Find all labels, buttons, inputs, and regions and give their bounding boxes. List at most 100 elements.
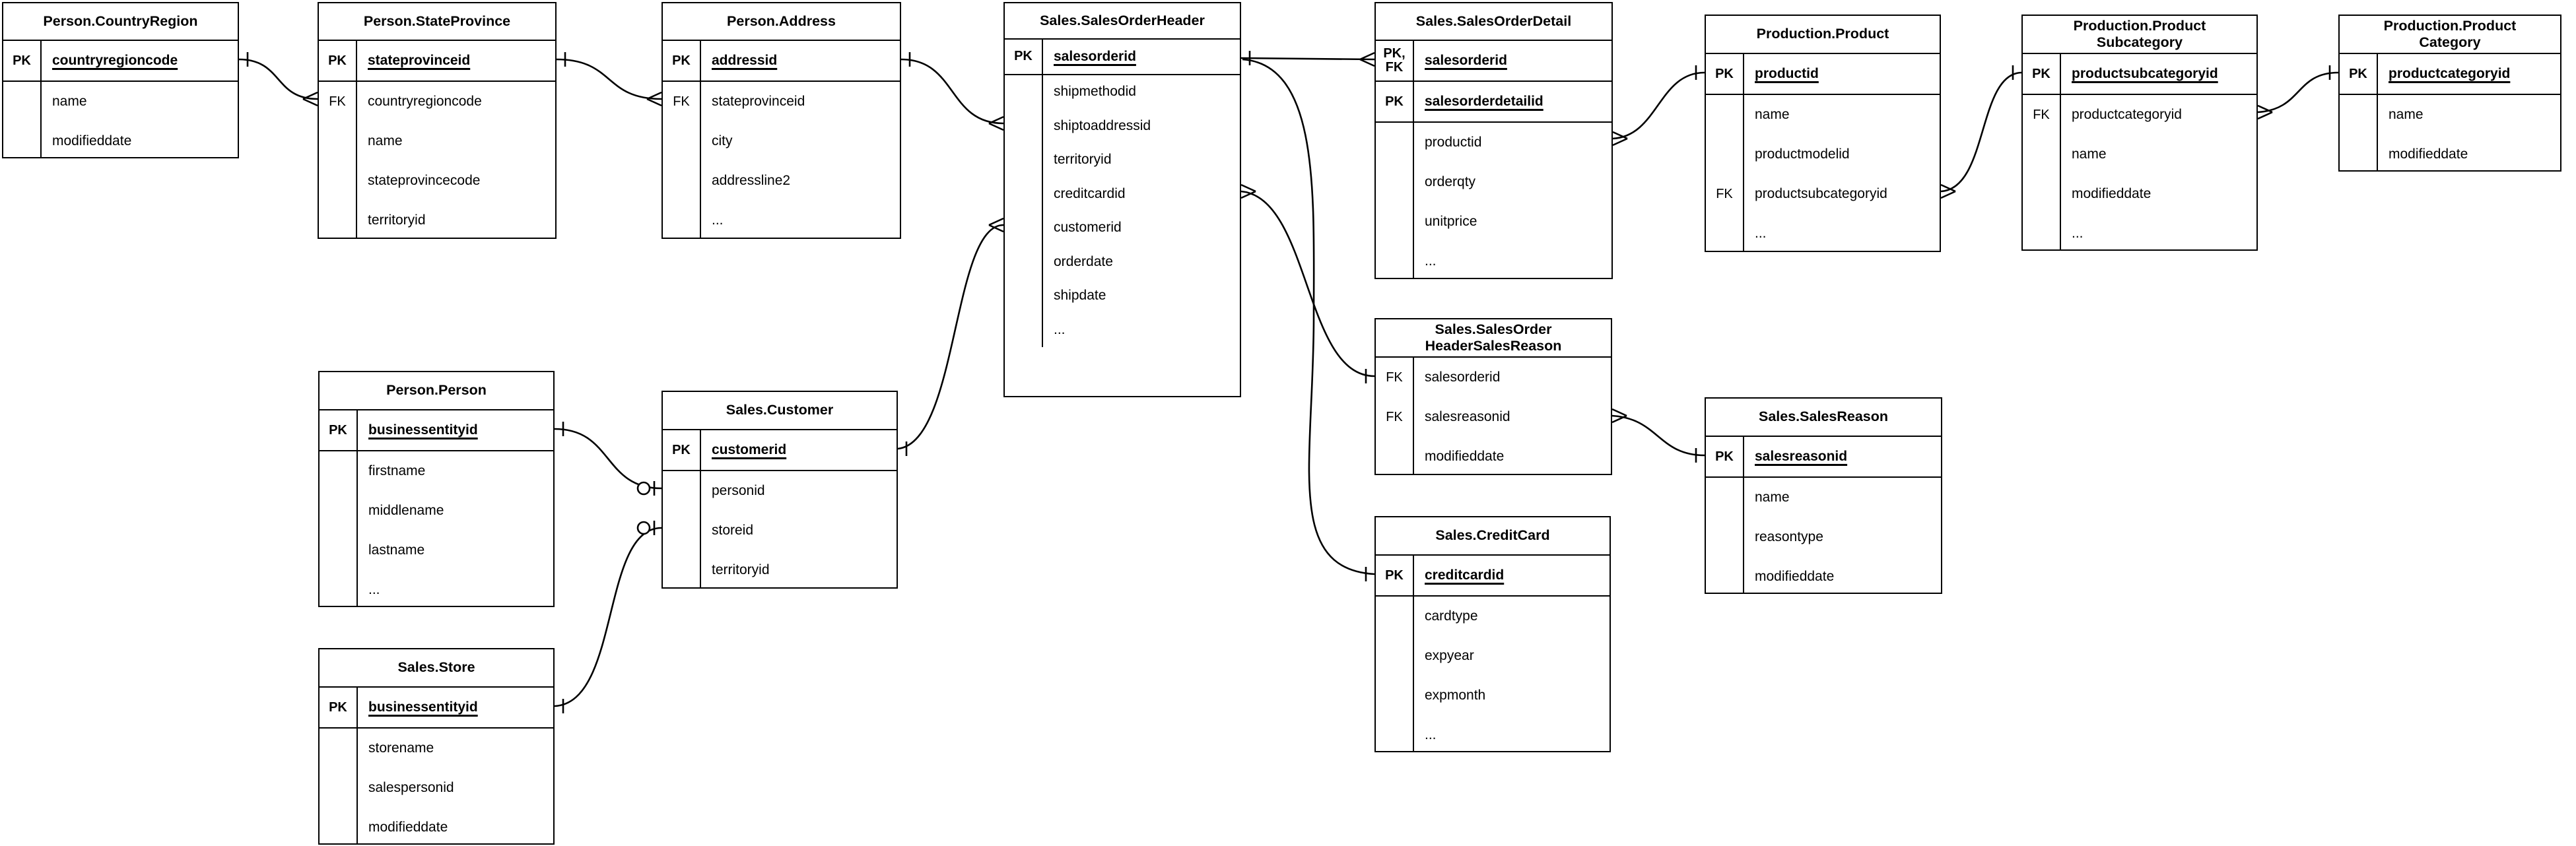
field-row: storeid (663, 511, 897, 550)
cardinality-many-icon (988, 115, 1004, 131)
field-name: productcategoryid (2389, 66, 2511, 81)
field-row: name (2023, 135, 2256, 174)
field-name: salesreasonid (1425, 409, 1510, 424)
key-cell: PK, FK (1376, 41, 1414, 81)
key-cell: PK (320, 410, 358, 450)
field-row: ... (1376, 242, 1611, 278)
connector-line[interactable] (1240, 190, 1375, 377)
key-cell (3, 82, 42, 121)
key-cell (1005, 143, 1043, 177)
field-name: productid (1755, 66, 1819, 81)
connector-address-salesorderheader[interactable] (900, 52, 1004, 131)
field-row: cardtype (1376, 597, 1610, 636)
connector-salesorderheader-creditcard[interactable] (1242, 58, 1375, 581)
key-cell (1376, 676, 1414, 715)
connector-line[interactable] (1240, 57, 1375, 61)
field-row: firstname (320, 451, 553, 491)
connector-salesorderheadersalesreason-salesreason[interactable] (1611, 408, 1705, 463)
table-title: Person.StateProvince (319, 3, 555, 41)
connector-salesorderheader-salesorderdetail[interactable] (1240, 51, 1375, 67)
connector-product-productsubcategory[interactable] (1940, 65, 2022, 199)
connector-line[interactable] (1940, 71, 2022, 193)
key-cell (1005, 313, 1043, 347)
connector-stateprovince-address[interactable] (556, 52, 662, 107)
field-name: productcategoryid (2072, 107, 2182, 122)
connector-customer-salesorderheader[interactable] (897, 217, 1004, 456)
connector-productsubcategory-productcategory[interactable] (2257, 65, 2339, 120)
key-cell (320, 570, 358, 606)
connector-line[interactable] (554, 527, 662, 707)
field-name: modifieddate (1755, 569, 1835, 584)
field-row: personid (663, 471, 897, 511)
field-name: orderqty (1425, 174, 1476, 189)
field-row: addressline2 (663, 161, 900, 201)
key-cell (1376, 437, 1414, 474)
key-cell: PK (1005, 40, 1043, 74)
key-cell (663, 201, 701, 238)
cardinality-many-icon (988, 217, 1004, 233)
field-row: customerid (1005, 211, 1240, 245)
connector-line[interactable] (897, 224, 1004, 450)
key-cell (1005, 245, 1043, 279)
connector-salesorderdetail-product[interactable] (1612, 65, 1705, 146)
key-cell (1706, 95, 1744, 135)
field-name: firstname (368, 463, 426, 478)
connector-line[interactable] (1612, 71, 1705, 140)
field-name: name (1755, 490, 1790, 505)
connector-line[interactable] (1611, 414, 1705, 457)
connector-countryregion-stateprovince[interactable] (238, 52, 318, 107)
field-row: city (663, 121, 900, 161)
field-name: addressid (712, 53, 778, 68)
connector-line[interactable] (1242, 58, 1375, 575)
connector-line[interactable] (2257, 71, 2339, 114)
connector-person-customer[interactable] (554, 422, 662, 496)
connector-line[interactable] (556, 58, 662, 100)
connector-line[interactable] (238, 58, 318, 100)
field-row: orderdate (1005, 245, 1240, 279)
connector-salesorderheader-salesorderheadersalesreason[interactable] (1240, 183, 1375, 383)
field-row: ... (1706, 214, 1940, 251)
key-cell: FK (663, 82, 701, 121)
connector-line[interactable] (900, 58, 1004, 125)
field-name: modifieddate (2072, 186, 2152, 201)
connector-line[interactable] (554, 428, 662, 490)
field-name: cardtype (1425, 608, 1478, 624)
field-name: ... (1425, 727, 1437, 742)
field-name: countryregioncode (368, 94, 482, 109)
field-name: ... (2072, 226, 2084, 241)
cardinality-many-icon (646, 91, 662, 107)
key-cell (663, 121, 701, 161)
connector-store-customer[interactable] (554, 521, 662, 713)
key-cell: PK (3, 41, 42, 81)
field-row: modifieddate (1376, 437, 1611, 474)
field-name: ... (1054, 321, 1066, 337)
field-name: countryregioncode (52, 53, 178, 68)
field-name: storeid (712, 523, 754, 538)
key-cell (1706, 478, 1744, 517)
cardinality-many-icon (302, 91, 318, 107)
